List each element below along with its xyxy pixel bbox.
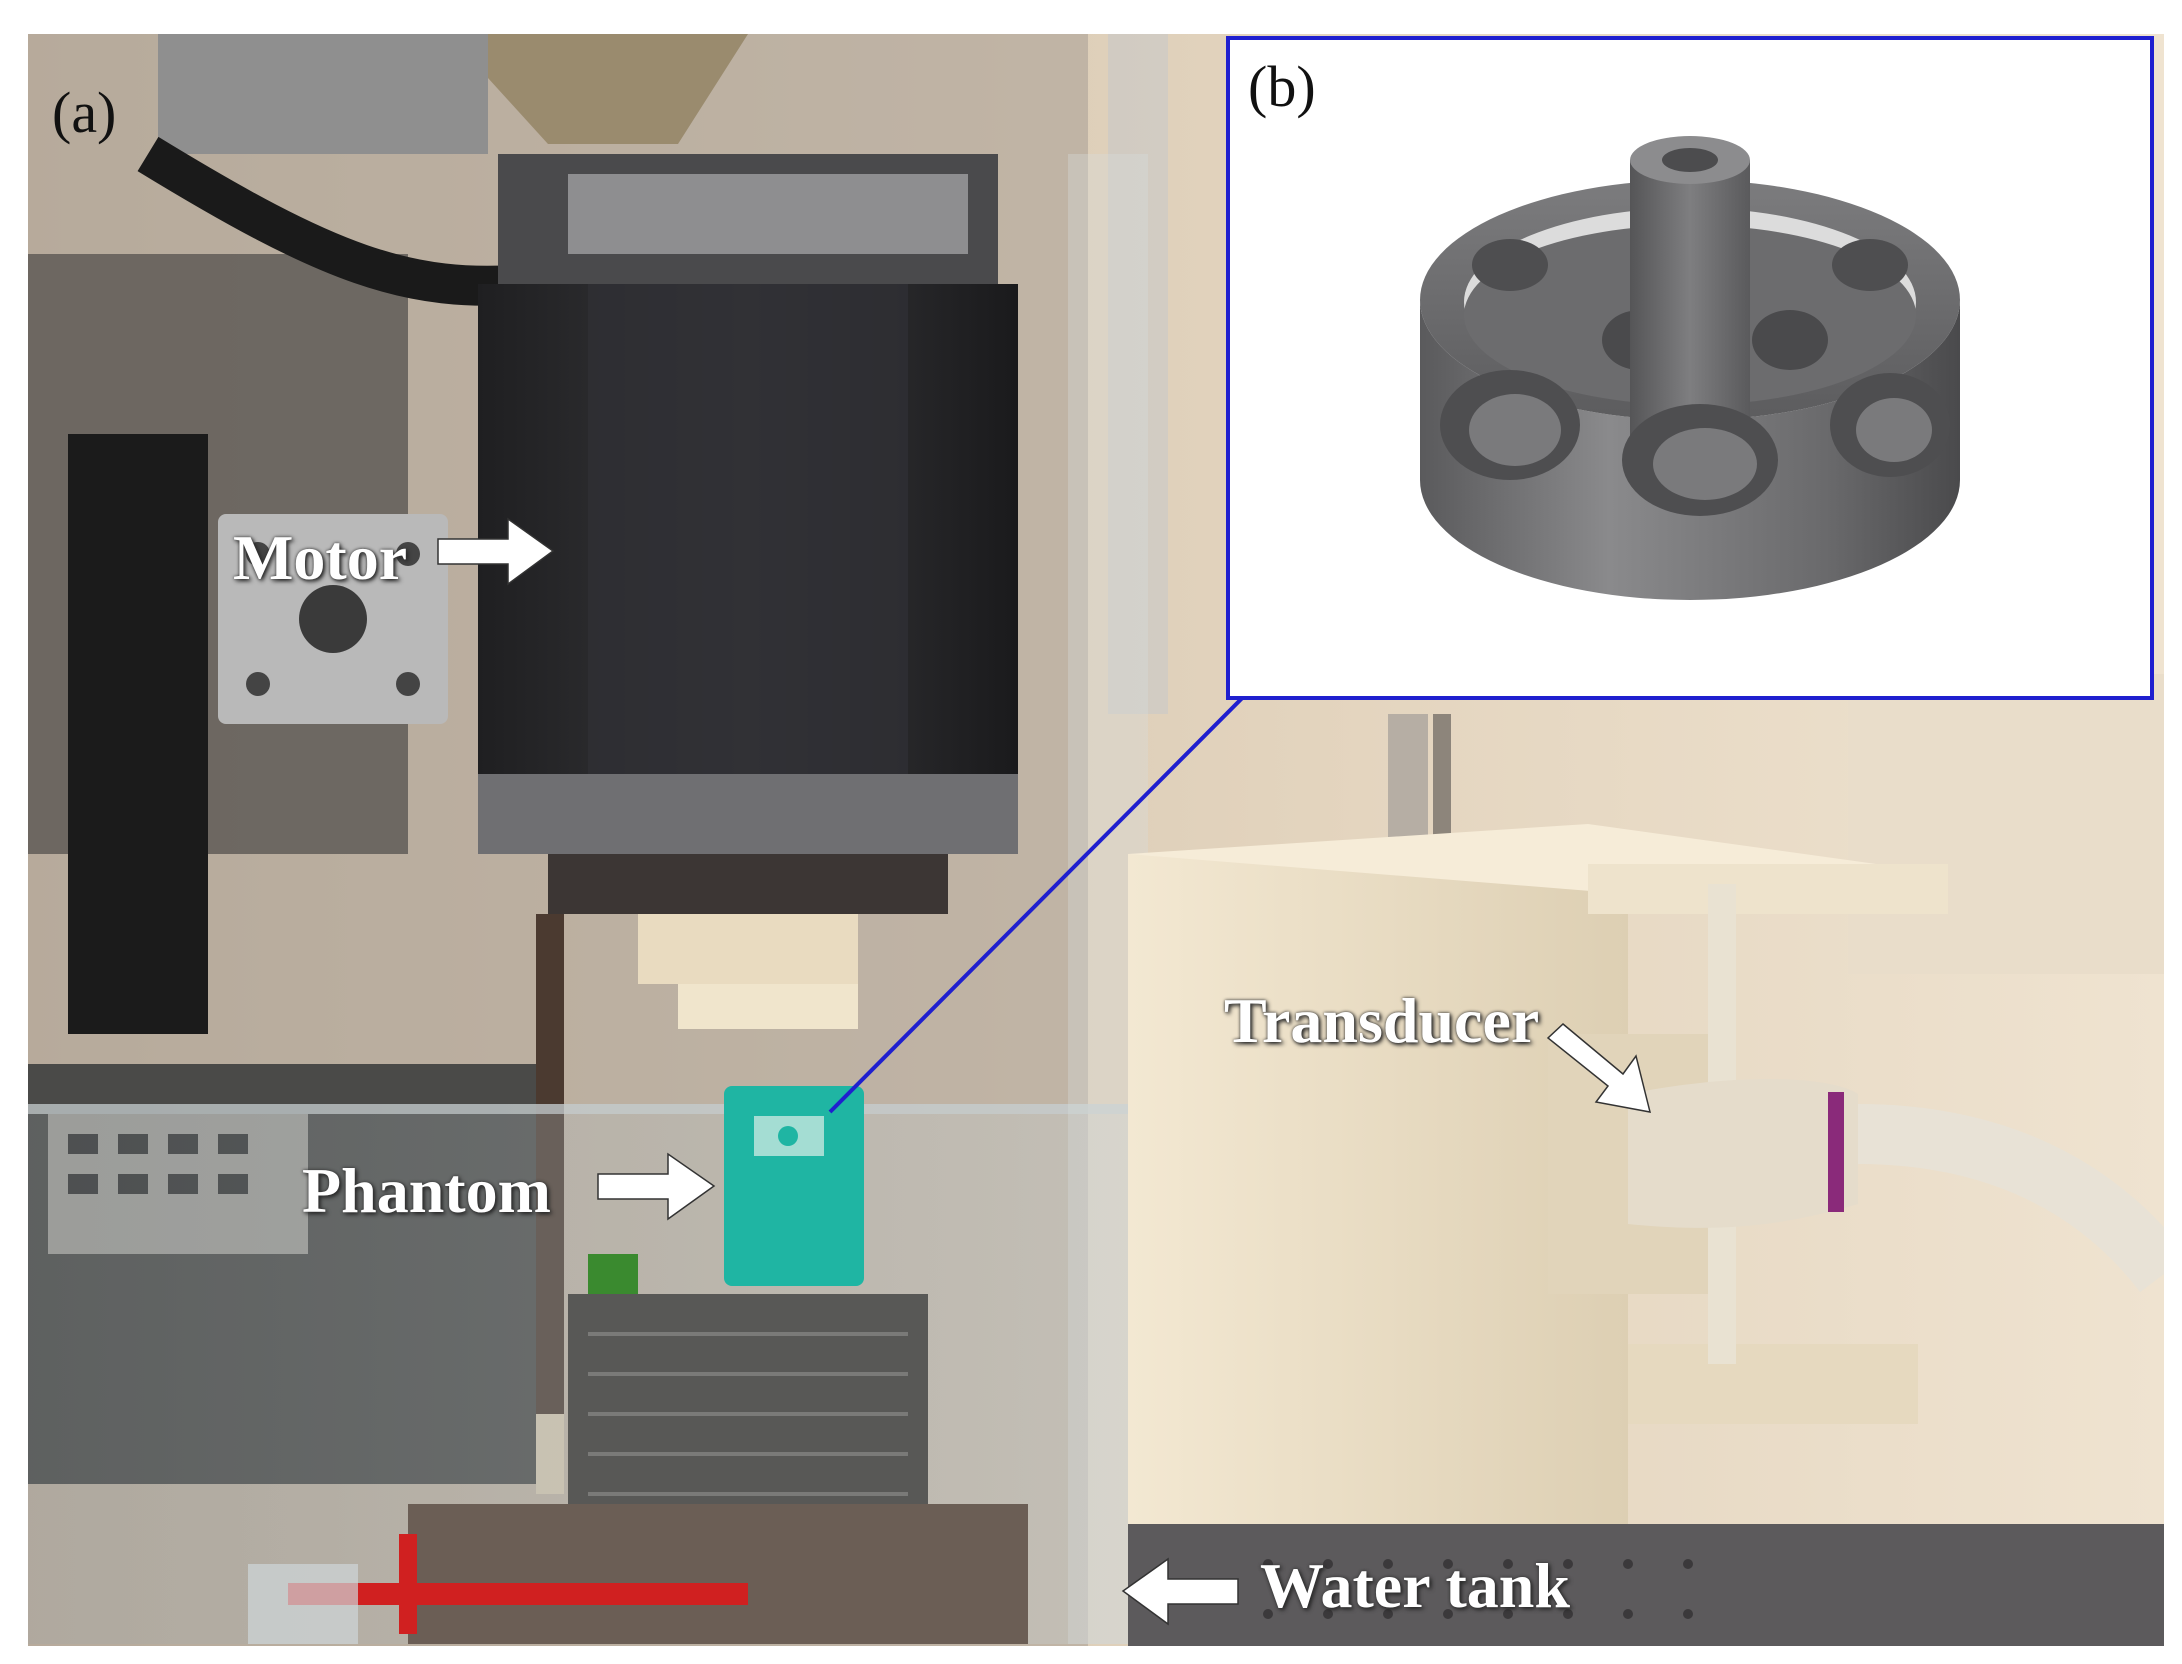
phantom-label: Phantom	[302, 1155, 551, 1226]
optical-table	[1128, 1524, 2164, 1646]
transducer-cable	[1857, 1104, 2164, 1293]
motor-label: Motor	[233, 522, 408, 593]
beaker	[248, 1564, 358, 1644]
arrow-icon	[597, 1152, 716, 1221]
grille	[568, 1294, 928, 1514]
panel-a-label: (a)	[52, 80, 117, 145]
panel-b-label: (b)	[1248, 54, 1316, 119]
monitor	[68, 434, 208, 1034]
inset-panel-b: (b)	[1226, 36, 2154, 700]
arrow-icon	[1546, 1023, 1652, 1113]
arrow-icon	[437, 517, 555, 586]
phantom-3d-render	[1420, 136, 1960, 600]
transducer-probe	[1628, 1079, 1858, 1228]
transducer-holder	[1128, 854, 1628, 1524]
water-tank-label: Water tank	[1260, 1550, 1570, 1621]
arrow-icon	[1121, 1557, 1239, 1626]
overhead-beam	[448, 34, 748, 144]
transducer-label: Transducer	[1224, 985, 1540, 1056]
tank-floor	[408, 1504, 1028, 1644]
motor-coupler	[638, 914, 858, 984]
pointer-line	[828, 642, 1298, 1114]
